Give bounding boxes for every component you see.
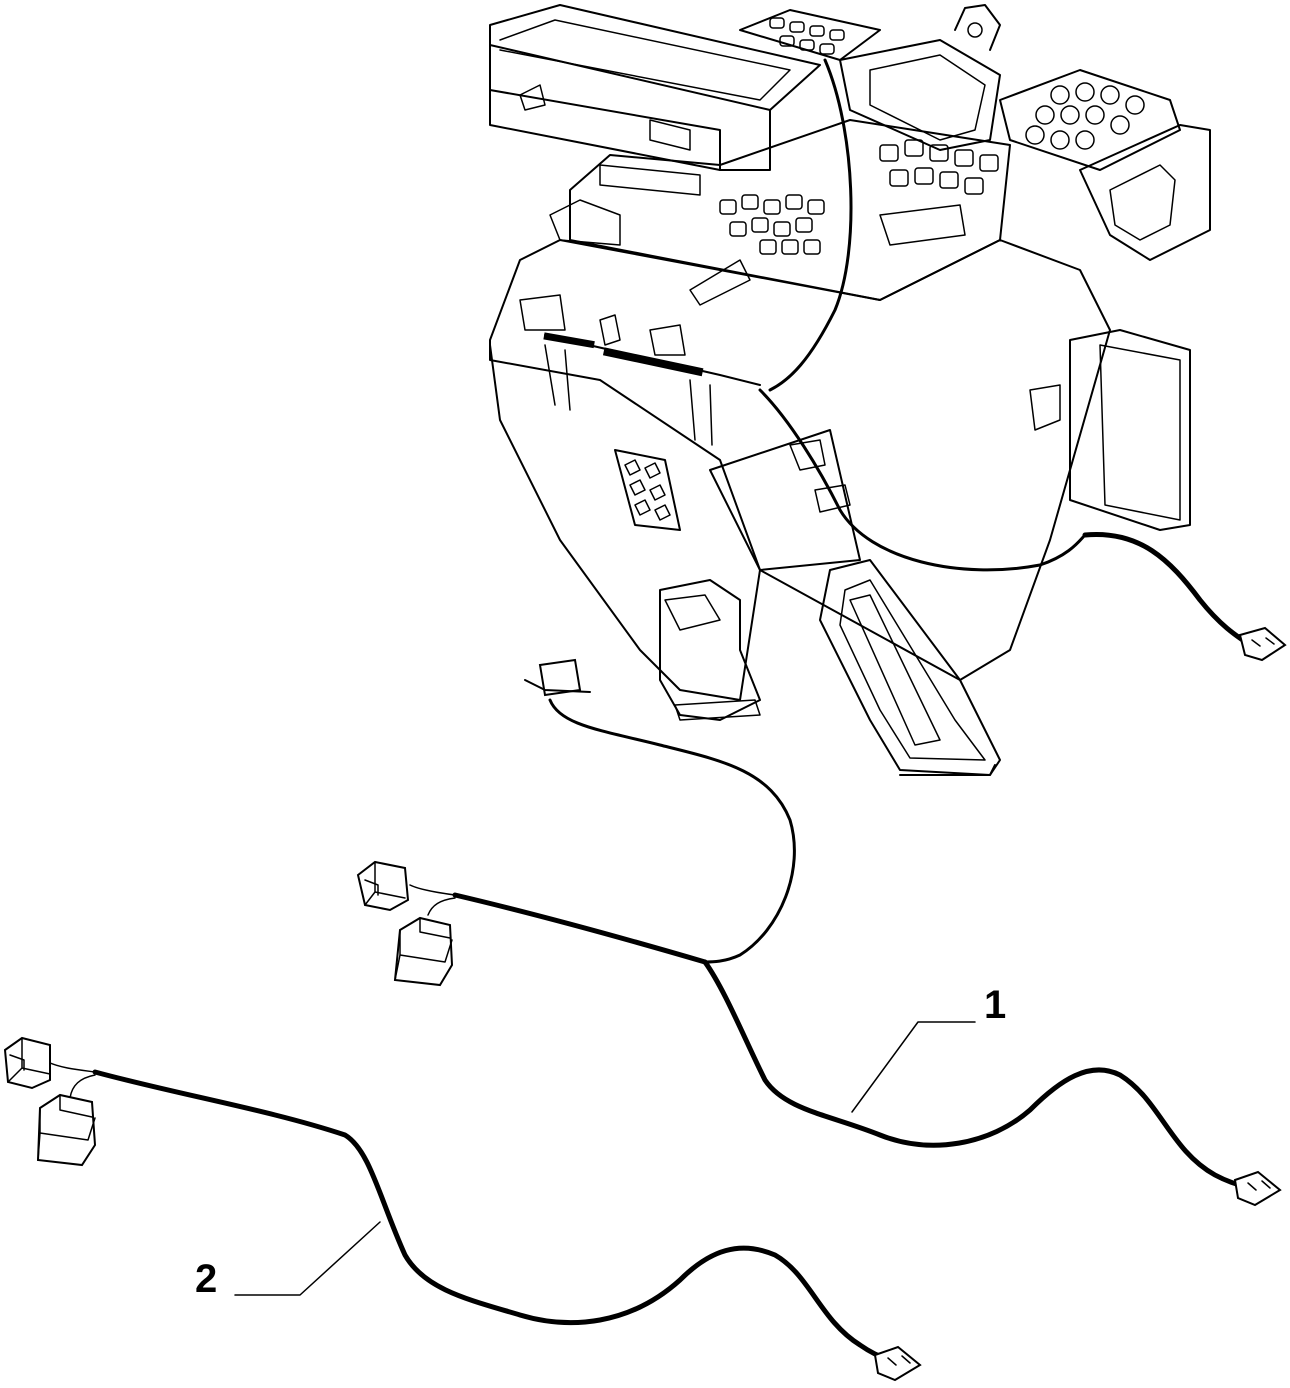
wiring-harness-2 <box>3 1036 922 1382</box>
diamond-grille <box>614 449 681 531</box>
harness-2-connector-b <box>36 1093 97 1167</box>
callout-1: 1 <box>851 983 1006 1113</box>
harness-2-connector-a <box>3 1036 51 1090</box>
harness-1-connector-a <box>356 860 410 912</box>
wiring-harness-1 <box>356 658 1282 1207</box>
bracket-connector <box>538 658 582 697</box>
harness-1-connector-b <box>393 916 454 987</box>
right-vent-grid <box>1025 82 1145 150</box>
top-vent-grid <box>769 17 845 55</box>
harness-1-end-connector <box>1233 1170 1282 1207</box>
middle-vent-grid <box>719 139 999 255</box>
heater-housing-unit <box>489 4 1211 776</box>
unit-side-lead <box>1082 531 1287 662</box>
callout-2-label: 2 <box>195 1257 217 1301</box>
harness-2-end-connector <box>873 1345 922 1382</box>
callout-1-label: 1 <box>984 983 1006 1027</box>
callout-2: 2 <box>195 1221 381 1301</box>
